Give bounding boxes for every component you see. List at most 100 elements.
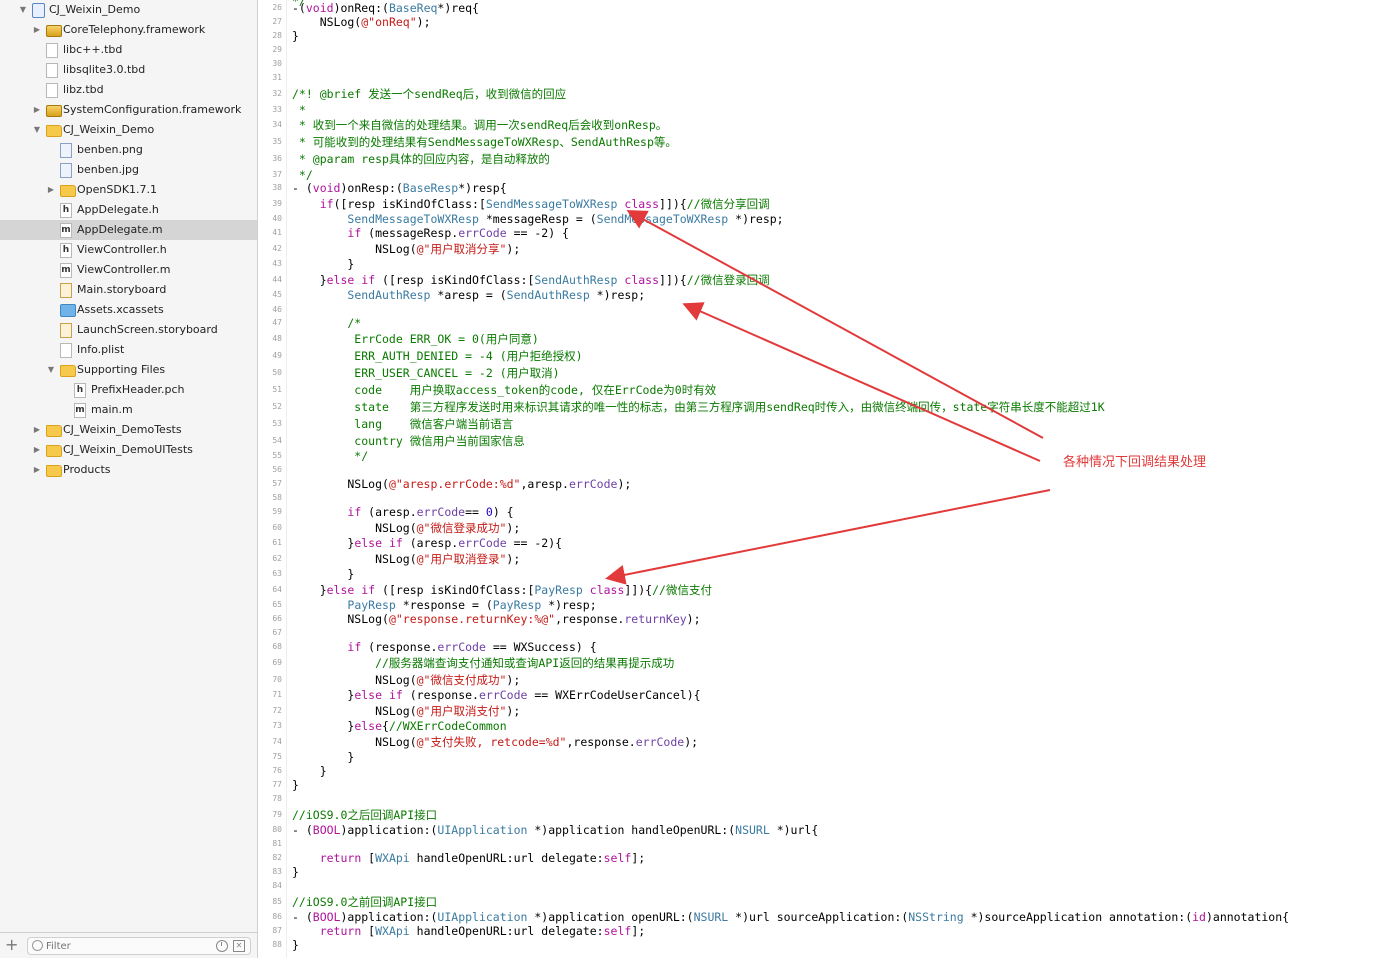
code-line: } bbox=[292, 865, 299, 879]
code-token: ); bbox=[506, 673, 521, 687]
code-token: NSLog( bbox=[292, 242, 417, 256]
line-number: 72 bbox=[272, 706, 282, 715]
code-token: @"onReq" bbox=[361, 15, 417, 29]
disclosure-open-icon[interactable]: ▼ bbox=[19, 5, 27, 14]
code-line: } bbox=[292, 938, 299, 952]
code-token: //服务器端查询支付通知或查询API返回的结果再提示成功 bbox=[292, 656, 675, 670]
sidebar-item-benben-png[interactable]: benben.png bbox=[0, 140, 257, 160]
line-number: 66 bbox=[272, 614, 282, 623]
code-token: void bbox=[312, 181, 341, 195]
code-token: class bbox=[624, 197, 660, 211]
sidebar-item-products[interactable]: ▶Products bbox=[0, 460, 257, 480]
line-number: 65 bbox=[272, 600, 282, 609]
code-token: * 可能收到的处理结果有SendMessageToWXResp、SendAuth… bbox=[292, 135, 677, 149]
code-token: ); bbox=[617, 477, 632, 491]
code-token bbox=[292, 505, 347, 519]
code-token: return bbox=[319, 851, 362, 865]
code-token: ([resp isKindOfClass:[ bbox=[375, 273, 535, 287]
sidebar-item-libz-tbd[interactable]: libz.tbd bbox=[0, 80, 257, 100]
code-token: if bbox=[361, 273, 376, 287]
code-token: else bbox=[354, 536, 383, 550]
code-token: /* bbox=[292, 316, 362, 330]
source-control-filter-icon[interactable]: ✕ bbox=[233, 940, 245, 952]
source-editor[interactable]: */ -(void)onReq:(BaseReq*)req{ NSLog( @"o… bbox=[292, 0, 1393, 958]
filter-input[interactable] bbox=[46, 938, 206, 954]
code-line: */ bbox=[292, 449, 368, 463]
sidebar-item-libsqlite3-0-tbd[interactable]: libsqlite3.0.tbd bbox=[0, 60, 257, 80]
disclosure-open-icon[interactable]: ▼ bbox=[47, 365, 55, 374]
code-token: UIApplication bbox=[437, 910, 528, 924]
recent-files-icon[interactable] bbox=[216, 940, 228, 952]
line-number: 68 bbox=[272, 642, 282, 651]
code-token: ,response. bbox=[566, 735, 636, 749]
sidebar-item-supporting-files[interactable]: ▼Supporting Files bbox=[0, 360, 257, 380]
sidebar-item-assets-xcassets[interactable]: Assets.xcassets bbox=[0, 300, 257, 320]
code-token: )onReq:( bbox=[333, 1, 389, 15]
code-token: BaseResp bbox=[402, 181, 459, 195]
filter-box[interactable]: ✕ bbox=[27, 937, 251, 955]
code-token: *)url sourceApplication:( bbox=[728, 910, 909, 924]
sidebar-item-libc-tbd[interactable]: libc++.tbd bbox=[0, 40, 257, 60]
code-token: else bbox=[354, 688, 383, 702]
code-line: SendAuthResp *aresp = (SendAuthResp *)re… bbox=[292, 288, 645, 302]
sidebar-item-info-plist[interactable]: Info.plist bbox=[0, 340, 257, 360]
add-file-button[interactable]: + bbox=[5, 935, 19, 954]
code-token: //iOS9.0之前回调API接口 bbox=[292, 895, 438, 909]
code-line: - (BOOL)application:(UIApplication *)app… bbox=[292, 910, 1289, 924]
sidebar-item-cj-weixin-demotests[interactable]: ▶CJ_Weixin_DemoTests bbox=[0, 420, 257, 440]
sidebar-item-systemconfiguration-framework[interactable]: ▶SystemConfiguration.framework bbox=[0, 100, 257, 120]
code-token: //微信分享回调 bbox=[686, 197, 770, 211]
sidebar-item-cj-weixin-demouitests[interactable]: ▶CJ_Weixin_DemoUITests bbox=[0, 440, 257, 460]
code-token: self bbox=[603, 851, 632, 865]
line-number: 38 bbox=[272, 183, 282, 192]
disclosure-open-icon[interactable]: ▼ bbox=[33, 125, 41, 134]
code-token: state 第三方程序发送时用来标识其请求的唯一性的标志，由第三方程序调用sen… bbox=[292, 400, 1105, 414]
code-token: BOOL bbox=[312, 823, 341, 837]
line-number: 43 bbox=[272, 259, 282, 268]
line-number: 30 bbox=[272, 59, 282, 68]
sidebar-item-benben-jpg[interactable]: benben.jpg bbox=[0, 160, 257, 180]
sidebar-item-main-storyboard[interactable]: Main.storyboard bbox=[0, 280, 257, 300]
code-token: } bbox=[292, 865, 299, 879]
code-token: if bbox=[347, 226, 362, 240]
sidebar-item-label: AppDelegate.h bbox=[77, 203, 159, 216]
sidebar-item-label: main.m bbox=[91, 403, 133, 416]
disclosure-closed-icon[interactable]: ▶ bbox=[33, 25, 41, 34]
code-token: @"用户取消登录" bbox=[416, 552, 507, 566]
line-number: 40 bbox=[272, 214, 282, 223]
code-token: SendMessageToWXResp bbox=[347, 212, 479, 226]
code-line: -(void)onReq:(BaseReq*)req{ bbox=[292, 1, 479, 15]
sidebar-item-label: CoreTelephony.framework bbox=[63, 23, 206, 36]
sidebar-item-opensdk1-7-1[interactable]: ▶OpenSDK1.7.1 bbox=[0, 180, 257, 200]
disclosure-closed-icon[interactable]: ▶ bbox=[33, 105, 41, 114]
code-token: @"aresp.errCode:%d" bbox=[388, 477, 521, 491]
sidebar-item-coretelephony-framework[interactable]: ▶ CoreTelephony.framework bbox=[0, 20, 257, 40]
disclosure-closed-icon[interactable]: ▶ bbox=[33, 425, 41, 434]
code-token: )application:( bbox=[340, 823, 438, 837]
sidebar-item-cj-weixin-demo[interactable]: ▼ CJ_Weixin_Demo bbox=[0, 120, 257, 140]
code-token bbox=[382, 688, 389, 702]
code-token: } bbox=[292, 273, 327, 287]
disclosure-closed-icon[interactable]: ▶ bbox=[33, 465, 41, 474]
code-line: /*! @brief 发送一个sendReq后，收到微信的回应 bbox=[292, 87, 566, 101]
line-number: 86 bbox=[272, 912, 282, 921]
folder-icon bbox=[46, 425, 62, 437]
sidebar-item-label: CJ_Weixin_Demo bbox=[63, 123, 155, 136]
annotation-label: 各种情况下回调结果处理 bbox=[1063, 455, 1207, 470]
sidebar-item-cj-weixin-demo[interactable]: ▼CJ_Weixin_Demo bbox=[0, 0, 257, 20]
disclosure-closed-icon[interactable]: ▶ bbox=[47, 185, 55, 194]
storyboard-icon bbox=[60, 283, 72, 298]
disclosure-closed-icon[interactable]: ▶ bbox=[33, 445, 41, 454]
sidebar-item-label: benben.png bbox=[77, 143, 143, 156]
folder-icon bbox=[60, 185, 76, 197]
sidebar-item-launchscreen-storyboard[interactable]: LaunchScreen.storyboard bbox=[0, 320, 257, 340]
code-line: NSLog(@"aresp.errCode:%d",aresp.errCode)… bbox=[292, 477, 631, 491]
code-line: if (response.errCode == WXSuccess) { bbox=[292, 640, 596, 654]
line-number: 35 bbox=[272, 137, 282, 146]
